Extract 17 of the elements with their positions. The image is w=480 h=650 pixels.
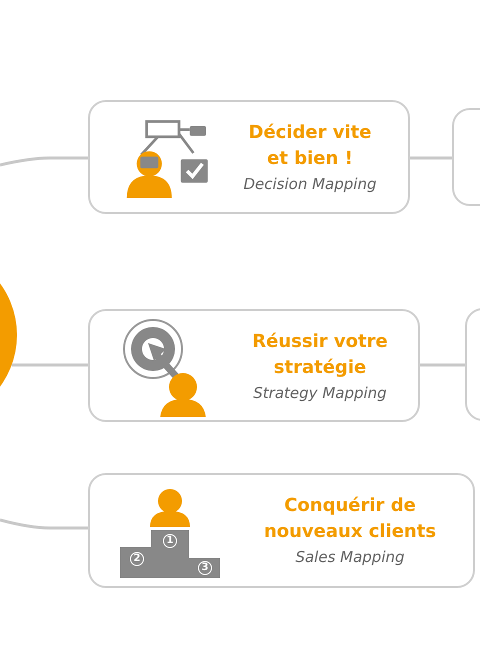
connector-line: [420, 364, 465, 366]
connector-line: [12, 364, 88, 366]
card-title: Conquérir de nouveaux clients: [262, 494, 438, 544]
card-title: Décider vite et bien !: [248, 121, 372, 171]
connector-line: [410, 156, 452, 160]
method-subtitle: Strategy Mapping: [252, 383, 388, 403]
method-subtitle: Decision Mapping: [242, 174, 378, 194]
connector-line: [0, 156, 88, 166]
service-card: [88, 473, 475, 588]
podium-rank-number: 1: [163, 534, 177, 548]
card-title: Réussir votre stratégie: [251, 330, 389, 380]
method-subtitle: Sales Mapping: [294, 547, 406, 567]
service-card: [88, 100, 410, 214]
podium-rank-number: 3: [198, 561, 212, 575]
podium-rank-number: 2: [130, 552, 144, 566]
service-card: [88, 309, 420, 422]
connector-line: [0, 518, 88, 530]
